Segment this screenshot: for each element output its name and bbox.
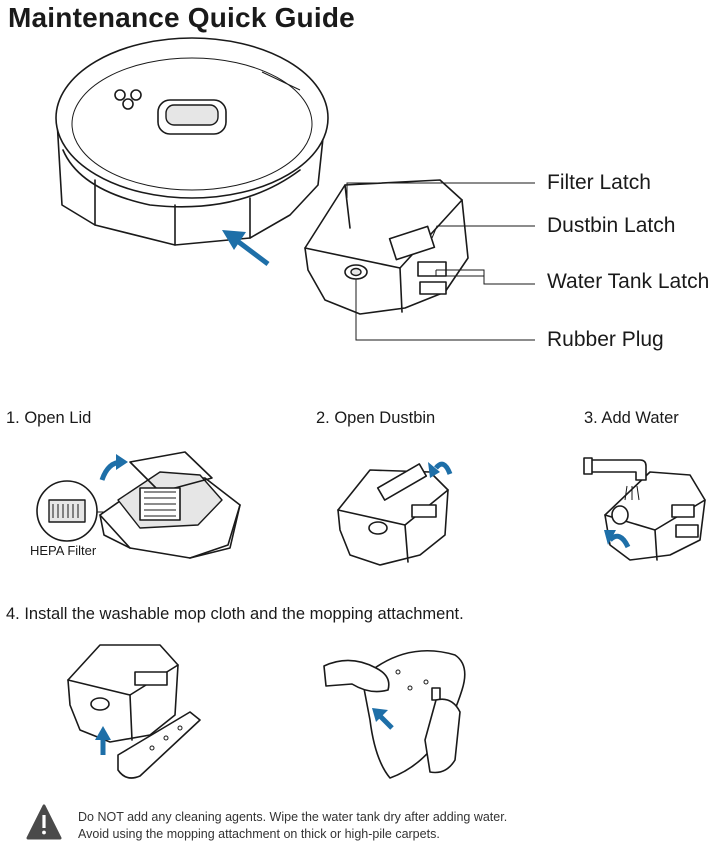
warning-text: Do NOT add any cleaning agents. Wipe the… [78, 809, 507, 843]
step1-illustration [36, 451, 241, 559]
step3-heading: 3. Add Water [584, 409, 679, 427]
open-lid-arrow-icon [99, 454, 128, 481]
warning-line-2: Avoid using the mopping attachment on th… [78, 827, 440, 841]
hepa-filter-label: HEPA Filter [30, 543, 97, 558]
step2-heading: 2. Open Dustbin [316, 409, 436, 427]
water-tank-latch-label: Water Tank Latch [547, 270, 710, 293]
step4-heading: 4. Install the washable mop cloth and th… [6, 605, 464, 623]
callout-lines [346, 182, 535, 341]
step3-illustration [583, 457, 706, 561]
filter-latch-label: Filter Latch [547, 171, 651, 194]
warning-line-1: Do NOT add any cleaning agents. Wipe the… [78, 810, 508, 824]
warning-triangle-icon [26, 804, 62, 840]
insert-arrow-icon [222, 230, 270, 266]
page-title: Maintenance Quick Guide [8, 2, 355, 33]
step4-attach-arrow-icon [372, 708, 394, 730]
dustbin-illustration [304, 179, 469, 315]
step4-hands-illustration [323, 649, 466, 779]
robot-vacuum-illustration [55, 37, 329, 246]
step4-up-arrow-icon [95, 726, 111, 755]
step1-heading: 1. Open Lid [6, 409, 92, 427]
dustbin-latch-label: Dustbin Latch [547, 214, 676, 237]
rubber-plug-label: Rubber Plug [547, 328, 664, 351]
step4-robot-illustration [67, 644, 201, 779]
step2-illustration [337, 463, 449, 566]
open-dustbin-arrow-icon [428, 461, 453, 478]
water-tank-arrow-icon [604, 530, 631, 549]
